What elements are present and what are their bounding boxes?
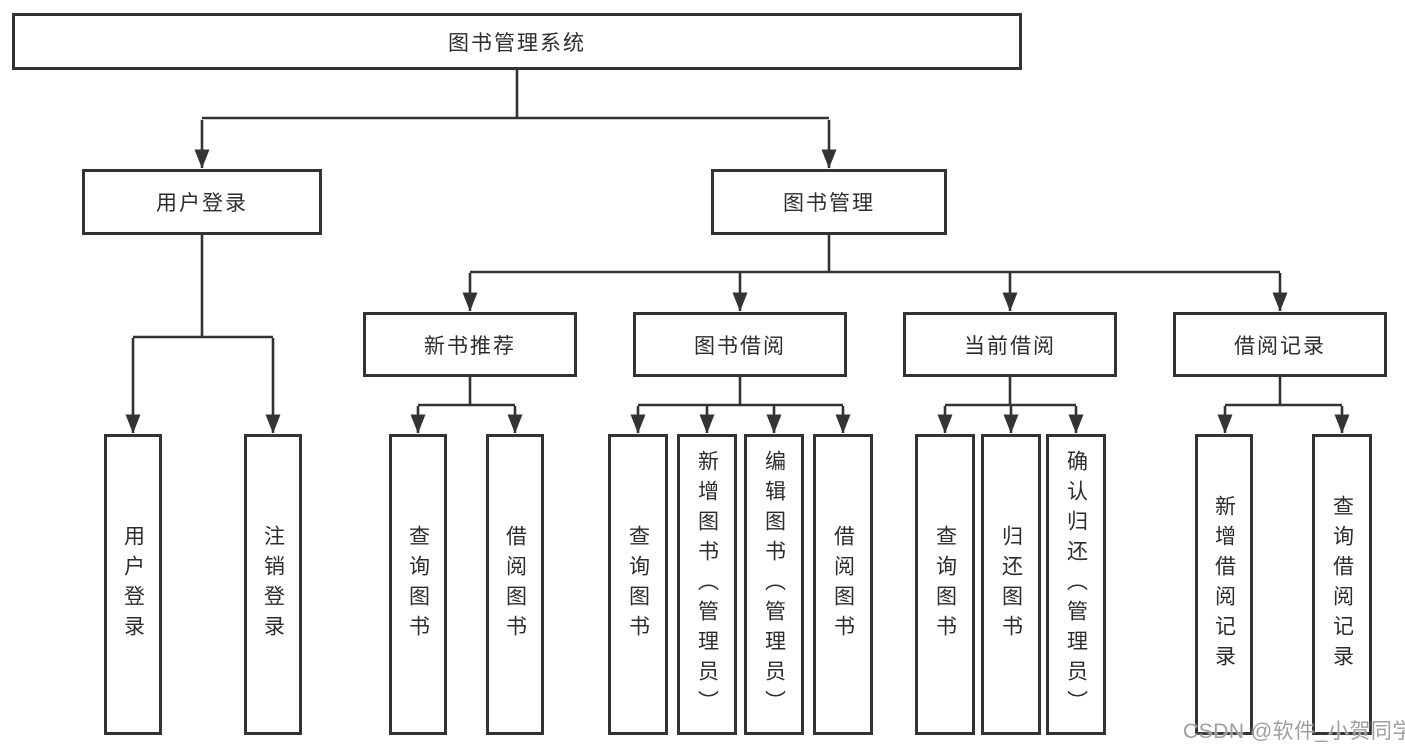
leaf-bb-add-book: 新增图书（管理员） <box>677 434 737 735</box>
node-label: 借阅记录 <box>1234 334 1326 358</box>
node-user-login: 用户登录 <box>82 169 322 235</box>
leaf-bb-query-book: 查询图书 <box>608 434 668 735</box>
node-label: 查询图书 <box>406 524 430 645</box>
node-book-borrow: 图书借阅 <box>633 312 847 377</box>
node-new-book-recommend: 新书推荐 <box>363 312 577 377</box>
node-label: 当前借阅 <box>964 334 1056 358</box>
leaf-bb-edit-book: 编辑图书（管理员） <box>744 434 804 735</box>
node-label: 查询图书 <box>626 524 650 645</box>
leaf-nb-borrow-book: 借阅图书 <box>486 434 544 735</box>
leaf-user-login: 用户登录 <box>104 434 162 735</box>
node-label: 归还图书 <box>999 524 1023 645</box>
node-label: 借阅图书 <box>831 524 855 645</box>
node-root: 图书管理系统 <box>12 13 1022 70</box>
watermark: CSDN @软件_小贺同学 <box>1183 720 1405 743</box>
node-label: 注销登录 <box>261 524 285 645</box>
leaf-nb-query-book: 查询图书 <box>389 434 447 735</box>
leaf-br-query-record: 查询借阅记录 <box>1312 434 1372 735</box>
leaf-cb-query-book: 查询图书 <box>915 434 975 735</box>
node-label: 编辑图书（管理员） <box>762 449 786 720</box>
leaf-cb-confirm-return: 确认归还（管理员） <box>1046 434 1106 735</box>
node-current-borrow: 当前借阅 <box>903 312 1117 377</box>
node-label: 新增图书（管理员） <box>695 449 719 720</box>
node-label: 查询借阅记录 <box>1330 494 1354 675</box>
node-label: 图书管理系统 <box>448 31 586 55</box>
leaf-bb-borrow-book: 借阅图书 <box>813 434 873 735</box>
leaf-logout: 注销登录 <box>244 434 302 735</box>
node-label: 借阅图书 <box>503 524 527 645</box>
leaf-br-add-record: 新增借阅记录 <box>1195 434 1253 735</box>
node-label: 确认归还（管理员） <box>1064 449 1088 720</box>
node-book-management: 图书管理 <box>711 169 947 235</box>
node-label: 查询图书 <box>933 524 957 645</box>
connector-line <box>133 70 1342 407</box>
leaf-cb-return-book: 归还图书 <box>981 434 1041 735</box>
node-label: 图书管理 <box>783 192 875 215</box>
node-label: 用户登录 <box>121 524 145 645</box>
node-borrow-record: 借阅记录 <box>1173 312 1387 377</box>
node-label: 新增借阅记录 <box>1212 494 1236 675</box>
node-label: 新书推荐 <box>424 334 516 358</box>
node-label: 用户登录 <box>156 192 248 215</box>
node-label: 图书借阅 <box>694 334 786 358</box>
